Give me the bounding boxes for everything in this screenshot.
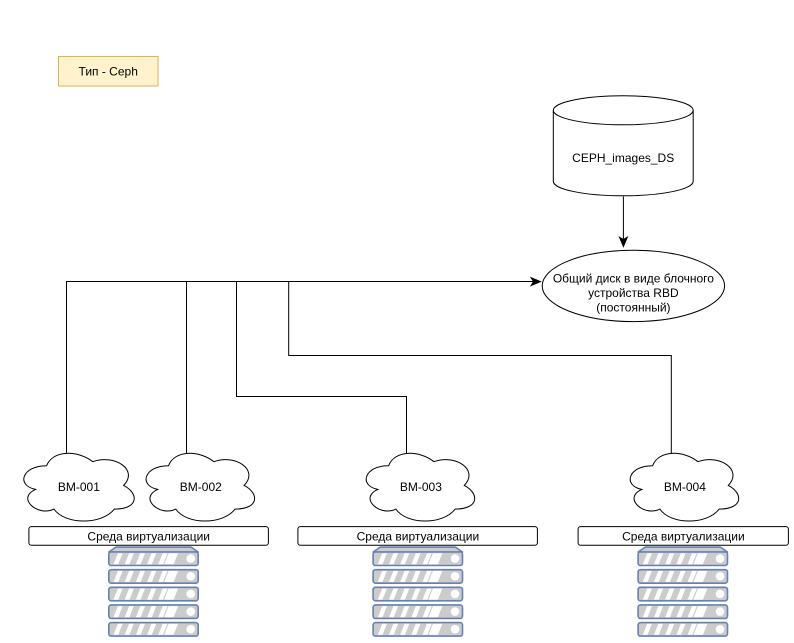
svg-text:Общий диск в виде блочного: Общий диск в виде блочного [553,271,714,285]
svg-text:BM-002: BM-002 [180,480,222,494]
svg-text:устройства RBD: устройства RBD [588,286,679,300]
svg-text:Тип - Ceph: Тип - Ceph [79,65,138,79]
svg-text:Среда виртуализации: Среда виртуализации [622,530,745,544]
svg-text:Среда виртуализации: Среда виртуализации [357,530,480,544]
svg-text:BM-001: BM-001 [58,480,100,494]
svg-text:(постоянный): (постоянный) [596,300,670,314]
svg-text:Среда виртуализации: Среда виртуализации [87,530,210,544]
svg-text:CEPH_images_DS: CEPH_images_DS [572,151,674,165]
svg-text:BM-004: BM-004 [664,480,706,494]
svg-text:BM-003: BM-003 [400,480,442,494]
